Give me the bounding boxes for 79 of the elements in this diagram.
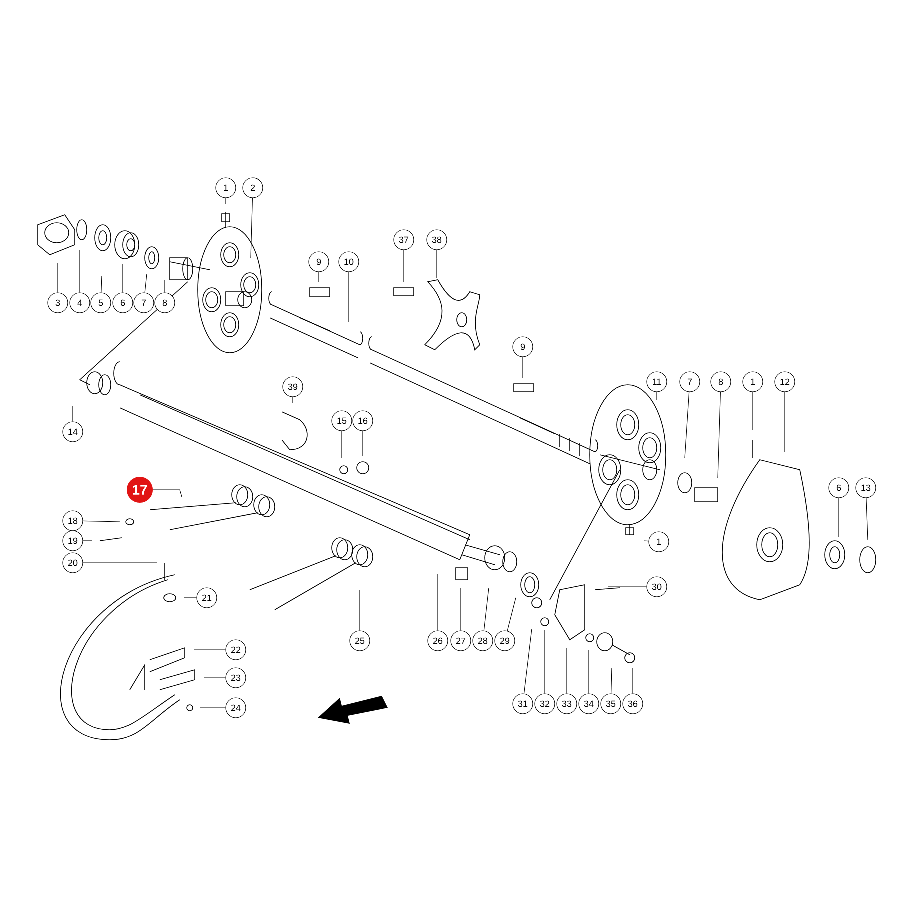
leader-line bbox=[507, 598, 516, 632]
leader-line bbox=[348, 272, 350, 322]
callout-number: 22 bbox=[226, 640, 246, 660]
callout-number: 38 bbox=[426, 230, 448, 250]
leader-line bbox=[608, 586, 647, 588]
leader-line bbox=[362, 431, 364, 456]
callout-number: 5 bbox=[90, 292, 112, 314]
callout-number: 4 bbox=[70, 292, 90, 314]
callout-number: 30 bbox=[646, 576, 668, 598]
callout-number: 6 bbox=[112, 292, 134, 314]
leader-line bbox=[588, 650, 590, 694]
leader-line bbox=[72, 406, 74, 422]
callout-number: 2 bbox=[242, 178, 264, 198]
leader-line bbox=[544, 630, 546, 694]
callout-number: 20 bbox=[62, 552, 84, 574]
callout-number: 35 bbox=[600, 694, 622, 714]
callout-number: 29 bbox=[494, 630, 516, 652]
callout-number: 21 bbox=[196, 588, 218, 608]
callout-number: 10 bbox=[338, 252, 360, 272]
callout-number: 34 bbox=[578, 694, 600, 714]
leader-line bbox=[522, 357, 524, 378]
leader-line bbox=[318, 272, 320, 282]
callout-number: 19 bbox=[62, 530, 84, 552]
callout-number: 31 bbox=[512, 694, 534, 714]
leader-line bbox=[656, 392, 658, 400]
callout-number: 24 bbox=[226, 698, 246, 718]
leader-line bbox=[784, 392, 786, 452]
callout-number: 3 bbox=[48, 292, 68, 314]
leader-line bbox=[611, 668, 612, 694]
leader-line bbox=[144, 274, 148, 294]
callout-number: 1 bbox=[742, 372, 764, 392]
callout-number: 7 bbox=[680, 372, 700, 392]
callout-number: 13 bbox=[856, 478, 876, 498]
leader-line bbox=[484, 588, 490, 632]
callout-number: 1 bbox=[216, 178, 236, 198]
leader-line bbox=[292, 397, 294, 404]
leader-line bbox=[866, 498, 868, 540]
leader-line bbox=[632, 668, 634, 694]
leader-line bbox=[436, 250, 438, 278]
callout-number: 15 bbox=[332, 410, 352, 432]
leader-line bbox=[83, 562, 158, 564]
callout-number: 1 bbox=[648, 532, 670, 552]
leader-line bbox=[752, 392, 754, 430]
callout-number: 32 bbox=[534, 694, 556, 714]
callout-number: 12 bbox=[774, 372, 796, 392]
callout-number: 9 bbox=[308, 252, 330, 272]
leader-line bbox=[524, 628, 532, 694]
leader-line bbox=[566, 648, 568, 694]
callout-number: 6 bbox=[828, 478, 850, 498]
leader-line bbox=[83, 540, 92, 542]
callout-number: 27 bbox=[450, 630, 472, 652]
callout-number: 37 bbox=[394, 230, 414, 250]
leader-line bbox=[101, 276, 102, 294]
leader-line bbox=[838, 498, 840, 538]
callout-number: 11 bbox=[646, 372, 668, 392]
leader-line bbox=[164, 280, 166, 293]
leader-line bbox=[684, 392, 690, 458]
callout-number: 18 bbox=[62, 510, 84, 532]
callout-number: 33 bbox=[556, 694, 578, 714]
leader-line bbox=[122, 264, 124, 293]
leader-line bbox=[644, 540, 650, 542]
callout-number: 14 bbox=[62, 422, 84, 442]
leader-line bbox=[250, 198, 254, 258]
callout-number: 8 bbox=[154, 292, 176, 314]
callout-number: 9 bbox=[512, 336, 534, 358]
callout-number: 8 bbox=[710, 372, 732, 392]
callout-number: 36 bbox=[622, 694, 644, 714]
leader-line bbox=[460, 588, 462, 631]
callout-number: 26 bbox=[428, 630, 448, 652]
callout-number: 25 bbox=[350, 630, 370, 652]
leader-line bbox=[718, 392, 721, 478]
callout-number: 16 bbox=[352, 410, 374, 432]
callout-number: 23 bbox=[226, 668, 246, 688]
callout-number: 39 bbox=[282, 376, 304, 398]
callout-number: 7 bbox=[134, 292, 154, 314]
callout-number: 28 bbox=[472, 630, 494, 652]
leader-line bbox=[153, 490, 182, 498]
callout-number: 17 bbox=[127, 477, 153, 503]
leader-line bbox=[83, 520, 120, 522]
